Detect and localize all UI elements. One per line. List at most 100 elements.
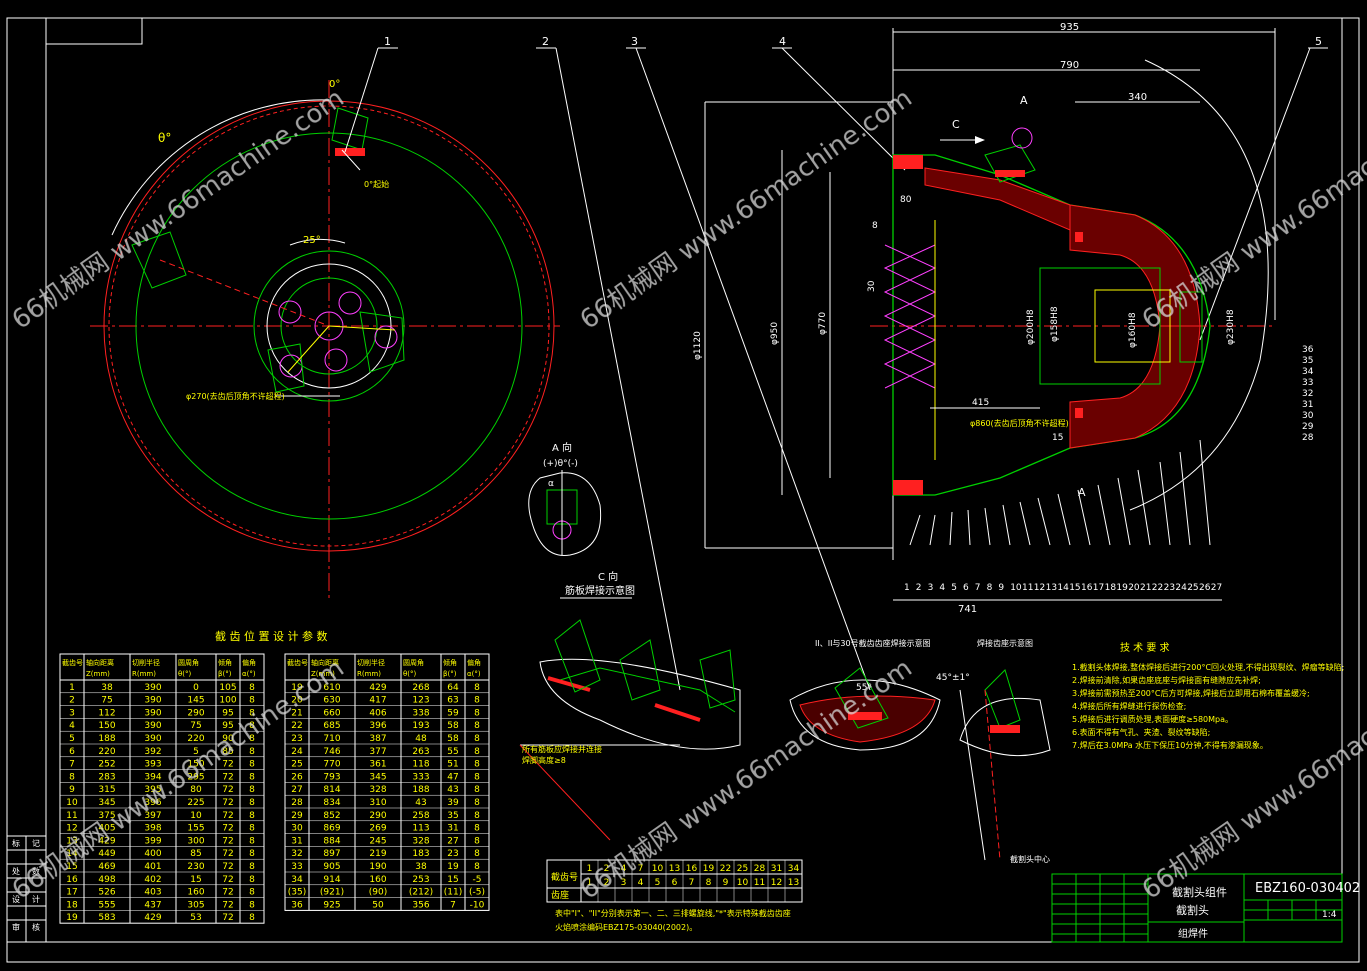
param-right-cell: 55 [447, 747, 458, 757]
seat-header-cell: 7 [638, 864, 644, 874]
front-label-0-start: 0°起始 [364, 179, 389, 189]
param-right-cell: 21 [291, 708, 302, 718]
param-right-cell: 190 [369, 862, 386, 872]
param-left-cell: 449 [98, 849, 115, 859]
param-left-cell: 401 [144, 862, 161, 872]
param-left-cell: 220 [98, 747, 115, 757]
param-right-cell: 51 [447, 760, 458, 770]
param-right-cell: 48 [415, 734, 427, 744]
c-view-subtitle: 筋板焊接示意图 [565, 584, 635, 597]
param-right-cell: 814 [323, 785, 340, 795]
position-number: 22 [1152, 583, 1163, 593]
param-right-cell: (921) [320, 888, 344, 898]
param-left-cell: 8 [249, 913, 255, 923]
position-number: 3 [928, 583, 934, 593]
param-left-cell: 8 [249, 849, 255, 859]
param-right-cell: 160 [369, 875, 386, 885]
seat-sub-cell: 7 [689, 878, 695, 888]
position-number: 35 [1302, 356, 1313, 366]
param-left-cell: 252 [98, 760, 115, 770]
param-right-cell: 25 [291, 760, 302, 770]
stamp-label: 核 [32, 922, 40, 932]
front-angle-25: 25° [303, 235, 321, 246]
param-right-cell: 387 [369, 734, 386, 744]
param-right-cell: 113 [412, 824, 429, 834]
dim-790: 790 [1060, 60, 1079, 71]
param-right-cell: (11) [444, 888, 462, 898]
detail-angle-55: 55° [856, 683, 872, 693]
param-left-cell: 305 [187, 900, 204, 910]
front-note-phi270: φ270(去齿后顶角不许超程) [186, 391, 285, 401]
stamp-label: 记 [32, 839, 40, 848]
seat-sub-cell: 12 [771, 878, 782, 888]
position-number: 9 [998, 583, 1004, 593]
param-right-cell: 897 [323, 849, 340, 859]
position-number: 2 [916, 583, 922, 593]
param-left-cell: 392 [144, 747, 161, 757]
param-left-cell: 429 [98, 836, 115, 846]
seat-table: 截齿号齿座11224374105136167198229251028113112… [546, 859, 803, 903]
c-view-title: C 向 [598, 570, 618, 583]
seat-header-cell: 4 [621, 864, 627, 874]
param-left-cell: 390 [144, 734, 161, 744]
label-a-bottom: A [1078, 486, 1086, 499]
param-left-cell: 72 [222, 811, 233, 821]
param-left-cell: 8 [249, 747, 255, 757]
c-view-note-weld: 所有筋板应焊接并连接 [522, 744, 602, 754]
detail-ii-title: 焊接齿座示意图 [977, 638, 1033, 648]
position-number: 12 [1034, 583, 1045, 593]
param-right-cell: 58 [447, 734, 459, 744]
param-left-header: 圆周角 [178, 658, 199, 667]
param-left-cell: 583 [98, 913, 115, 923]
seat-header-cell: 16 [686, 864, 698, 874]
param-right-cell: 31 [447, 824, 458, 834]
position-number: 1 [904, 583, 910, 593]
param-right-cell: 35 [447, 811, 458, 821]
label-a-top: A [1020, 94, 1028, 107]
watermark-3: 66机械网 www.66machine.com [1137, 83, 1367, 336]
param-left-header: 切削半径 [132, 658, 160, 667]
position-number: 26 [1199, 583, 1211, 593]
param-left-cell: 405 [98, 824, 115, 834]
position-number: 23 [1164, 583, 1175, 593]
param-left-cell: 315 [98, 785, 115, 795]
param-right-cell: 8 [474, 747, 480, 757]
param-left-cell: 8 [249, 798, 255, 808]
position-number: 16 [1081, 583, 1093, 593]
param-left-cell: 16 [66, 875, 78, 885]
param-left-cell: 8 [249, 734, 255, 744]
position-number: 18 [1105, 583, 1117, 593]
dim-340: 340 [1128, 92, 1147, 103]
param-right-cell: 8 [474, 785, 480, 795]
param-right-cell: 8 [474, 721, 480, 731]
stamp-label: 数 [32, 866, 40, 876]
seat-table-border [546, 859, 803, 903]
param-left-cell: 15 [190, 875, 201, 885]
seat-header-cell: 13 [669, 864, 680, 874]
param-left-header-unit: Z(mm) [86, 670, 110, 678]
front-angle-theta: θ° [158, 131, 171, 145]
param-right-cell: 50 [372, 900, 384, 910]
dim-phi950: φ950 [770, 322, 780, 345]
stamp-label: 处 [12, 866, 20, 876]
param-left-cell: 18 [66, 900, 78, 910]
scale: 1:4 [1322, 910, 1337, 920]
tech-req-item-4: 4.焊接后所有焊缝进行探伤检查; [1072, 701, 1186, 711]
param-right-cell: 406 [369, 708, 386, 718]
param-right-cell: 253 [412, 875, 429, 885]
seat-note-2: 火焰喷涂编码EBZ175-03040(2002)。 [555, 922, 697, 932]
seat-header-cell: 34 [788, 864, 800, 874]
dim-phi860: φ860(去齿后顶角不许超程) [970, 418, 1069, 428]
param-left-cell: 394 [144, 772, 161, 782]
param-right-cell: 328 [412, 836, 429, 846]
param-left-cell: 12 [66, 824, 77, 834]
param-right-cell: 7 [450, 900, 456, 910]
param-left-cell: 85 [190, 849, 201, 859]
param-left-cell: 300 [187, 836, 204, 846]
param-left-cell: 10 [190, 811, 202, 821]
position-number: 30 [1302, 411, 1314, 421]
param-left-header: 倾角 [218, 658, 232, 667]
param-left-cell: 498 [98, 875, 115, 885]
